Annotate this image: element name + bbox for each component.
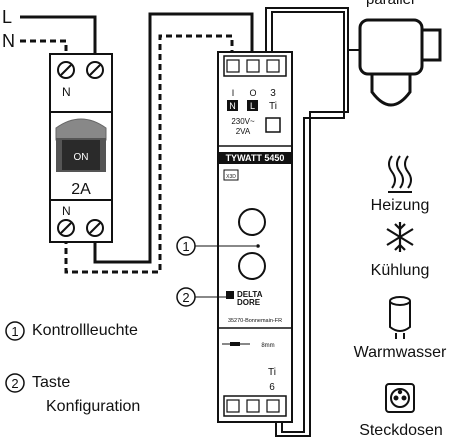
svg-text:2: 2 <box>11 376 18 391</box>
legend-marker-two: 2 <box>5 373 25 393</box>
water-heater-icon <box>389 296 411 339</box>
snowflake-icon <box>386 222 414 252</box>
use-hot-water: Warmwasser <box>353 344 447 361</box>
breaker-switch[interactable] <box>62 140 100 170</box>
use-cooling: Kühlung <box>370 262 430 279</box>
legend-text-two-line2: Konfiguration <box>46 398 141 415</box>
device-model: TYWATT 5450 <box>226 153 285 163</box>
use-sockets: Steckdosen <box>359 422 443 439</box>
device-terminal-n: N <box>229 101 236 111</box>
strip-length: 8mm <box>261 343 274 349</box>
svg-text:1: 1 <box>182 239 189 254</box>
device-bottom-label: Ti <box>268 367 276 378</box>
legend-text-one: Kontrollleuchte <box>32 322 138 339</box>
device-term-i: I <box>232 88 235 98</box>
device-button-bottom[interactable] <box>238 252 266 280</box>
power-socket-icon <box>385 383 415 413</box>
legend-text-two-line1: Taste <box>32 374 71 391</box>
tywatt-device: I O 3 N L Ti 230V~ 2VA TYWATT 5450 X3D D… <box>217 51 293 423</box>
device-bottom-number: 6 <box>269 382 275 393</box>
callout-two: 2 <box>176 287 226 307</box>
config-button[interactable] <box>226 291 234 299</box>
wire-sensor <box>265 7 360 437</box>
indicator-led <box>256 244 260 248</box>
circuit-breaker: N ON 2A N <box>49 53 113 243</box>
device-terminal-3-sub: Ti <box>269 101 277 112</box>
brand-line1: DELTA <box>237 290 263 299</box>
svg-text:2: 2 <box>182 290 189 305</box>
device-term-o: O <box>249 88 256 98</box>
wire-neutral <box>20 34 234 274</box>
breaker-terminal-bottom-label: N <box>62 204 71 218</box>
device-badge: X3D <box>226 174 236 180</box>
device-voltage: 230V~ <box>231 117 255 126</box>
device-button-top[interactable] <box>238 208 266 236</box>
device-power: 2VA <box>236 127 251 136</box>
clamp-label: parallel <box>366 0 414 8</box>
breaker-terminal-top-label: N <box>62 85 71 99</box>
live-label: L <box>2 7 12 27</box>
wire-live <box>20 12 254 264</box>
device-terminal-3: 3 <box>270 88 276 99</box>
heat-wave-icon <box>388 155 412 193</box>
callout-one: 1 <box>176 236 256 256</box>
brand-line2: DORE <box>237 298 261 307</box>
breaker-switch-label: ON <box>74 152 89 163</box>
device-address: 35270-Bonnemain-FR <box>228 318 282 324</box>
use-heating: Heizung <box>370 197 430 214</box>
current-clamp <box>358 18 442 107</box>
breaker-rating: 2A <box>71 181 91 198</box>
device-terminal-l: L <box>250 101 255 111</box>
neutral-label: N <box>2 31 15 51</box>
svg-text:1: 1 <box>11 324 18 339</box>
legend-marker-one: 1 <box>5 321 25 341</box>
